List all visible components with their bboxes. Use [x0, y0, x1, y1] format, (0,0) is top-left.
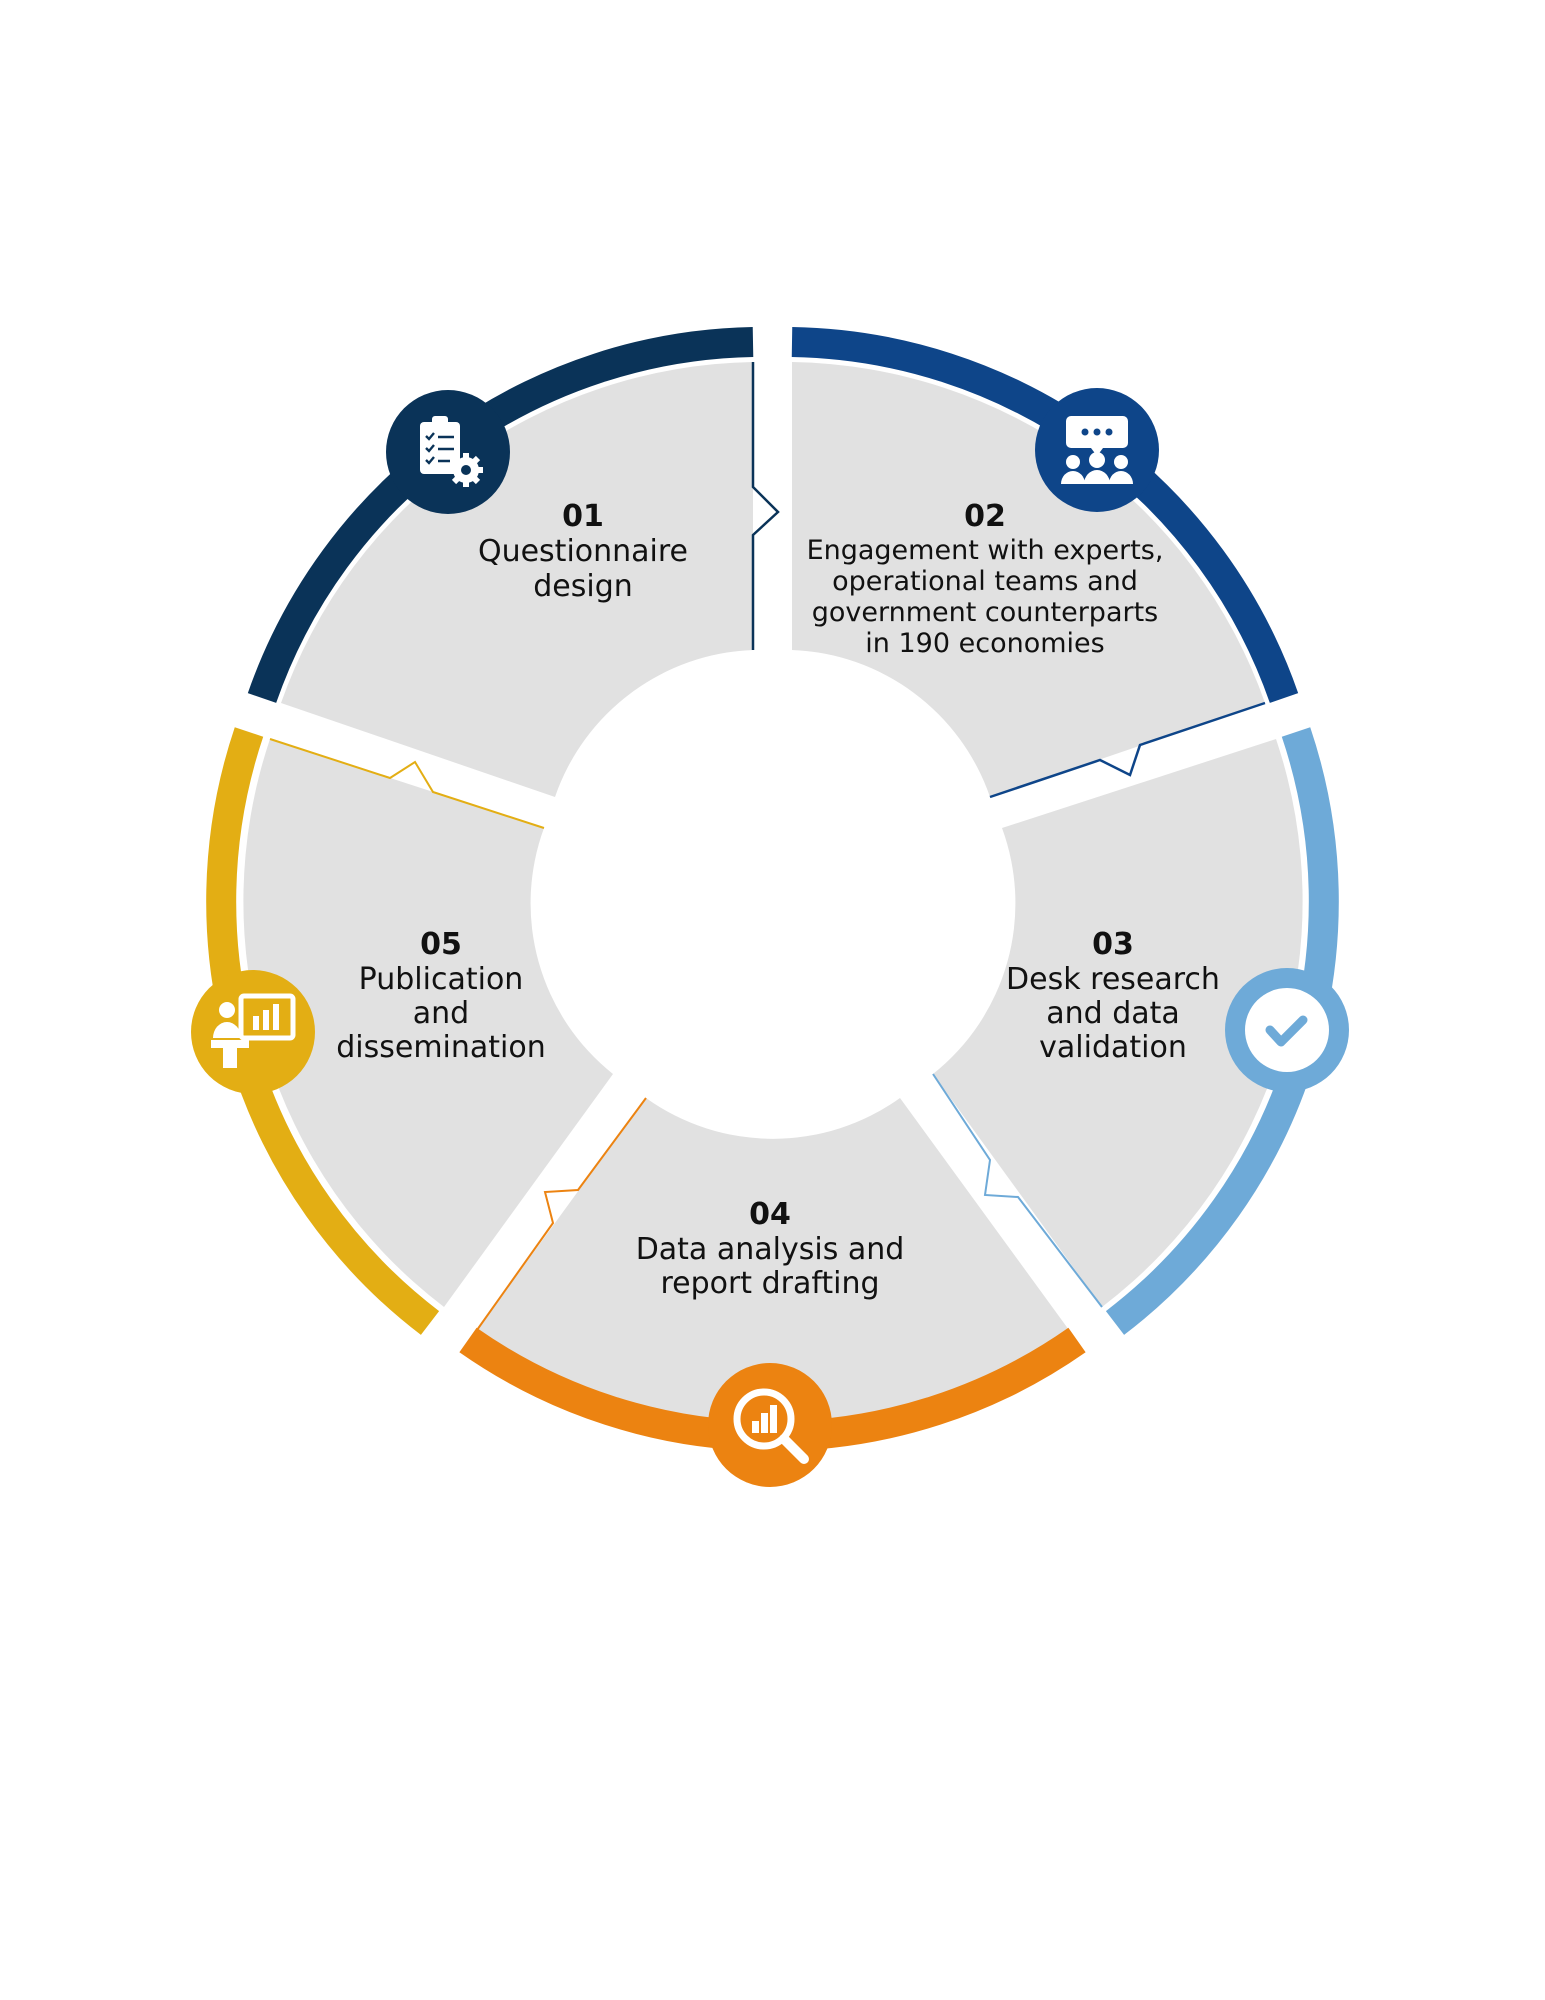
clipboard-gear-icon — [386, 390, 510, 514]
stage-01-segment — [247, 327, 780, 797]
stage-04-number: 04 — [749, 1197, 791, 1232]
stage-04-text: 04 Data analysis and report drafting — [636, 1197, 905, 1301]
stage-02-text: 02 Engagement with experts, operational … — [807, 499, 1164, 659]
stage-05-fill — [243, 739, 613, 1307]
stage-02-number: 02 — [964, 499, 1006, 534]
stage-03-label-line-3: validation — [1039, 1030, 1187, 1065]
stage-04-fill — [477, 1098, 1069, 1425]
stage-03-text: 03 Desk research and data validation — [1006, 927, 1220, 1065]
stage-01-notch — [751, 362, 780, 650]
stage-03-label-line-2: and data — [1046, 996, 1180, 1031]
stage-03-fill — [933, 739, 1303, 1307]
stage-01-text: 01 Questionnaire design — [478, 499, 688, 604]
stage-05-label-line-3: dissemination — [336, 1030, 546, 1065]
presenter-board-icon — [191, 970, 315, 1094]
stage-03-label-line-1: Desk research — [1006, 962, 1220, 997]
stage-01-label-line-1: Questionnaire — [478, 534, 688, 569]
stage-03-number: 03 — [1092, 927, 1134, 962]
stage-05-notch — [269, 738, 545, 829]
stage-01-fill — [281, 362, 753, 797]
stage-05-label-line-1: Publication — [359, 962, 524, 997]
stage-01-label-line-2: design — [533, 569, 633, 604]
stage-05-label-line-2: and — [413, 996, 469, 1031]
stage-02-label-line-1: Engagement with experts, — [807, 535, 1164, 566]
stage-02-notch — [989, 701, 1266, 799]
stage-04-label-line-2: report drafting — [660, 1266, 879, 1301]
stage-04-label-line-1: Data analysis and — [636, 1232, 905, 1267]
magnifier-chart-icon — [708, 1363, 832, 1487]
stage-03-notch — [932, 1073, 1103, 1308]
people-discussion-icon — [1035, 388, 1159, 512]
stage-02-label-line-4: in 190 economies — [865, 628, 1104, 659]
stage-02-fill — [792, 362, 1265, 797]
stage-02-label-line-2: operational teams and — [832, 566, 1138, 597]
stage-04-notch — [476, 1097, 647, 1331]
check-circle-icon — [1225, 968, 1349, 1092]
stage-05-number: 05 — [420, 927, 462, 962]
stage-05-text: 05 Publication and dissemination — [336, 927, 546, 1065]
stage-01-number: 01 — [562, 499, 604, 534]
stage-02-label-line-3: government counterparts — [812, 597, 1159, 628]
